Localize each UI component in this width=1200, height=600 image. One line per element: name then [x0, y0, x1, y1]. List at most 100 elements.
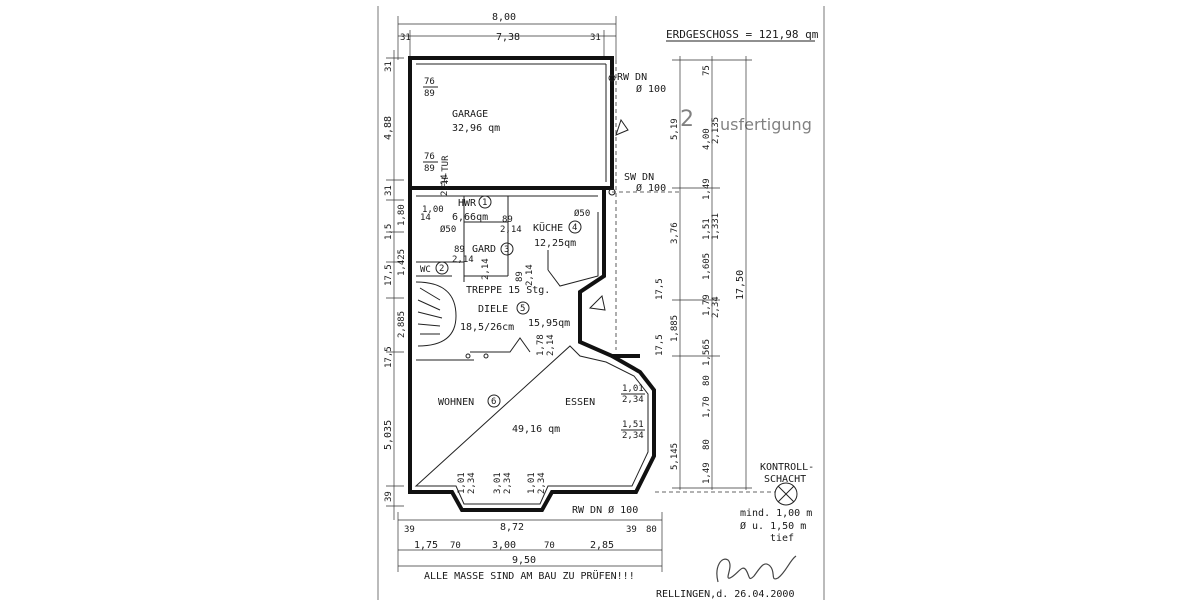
dim-right-c1-4: 17,5 — [655, 334, 665, 356]
stair-post-icon — [465, 353, 471, 359]
signature — [716, 555, 797, 583]
kueche-area: 12,25qm — [534, 238, 576, 249]
dim-left-1: 4,88 — [383, 116, 394, 140]
door-label-9: 2,14 — [481, 258, 491, 280]
dim-right-c2-1: 4,00 — [702, 128, 712, 150]
gard-name: GARD — [472, 244, 496, 255]
sw-dn: SW DN — [624, 172, 654, 183]
dim-bottom-row-4: 2,85 — [590, 540, 614, 551]
dim-left-6: 17,5 — [384, 264, 394, 286]
wc-number: 2 — [439, 264, 444, 274]
dim-bottom-right-1: 80 — [646, 525, 657, 535]
bay-window-2-w: 1,51 — [622, 420, 644, 430]
arrow-marker-icon — [588, 294, 606, 311]
left-dimensions: 31 4,88 31 1,80 1,5 1,425 17,5 2,885 17,… — [383, 50, 407, 520]
wohnen-name: WOHNEN — [438, 397, 474, 408]
dim-top-left-wall: 31 — [400, 33, 411, 43]
wc-name: WC — [420, 265, 431, 275]
dim-right-c2-7: 80 — [702, 375, 712, 386]
garage-window-w1: 76 — [424, 77, 435, 87]
rw-dn-top: RW DN — [617, 72, 647, 83]
kueche-name: KÜCHE — [533, 221, 563, 234]
dim-left-7: 2,885 — [397, 311, 407, 338]
door-label-11: 2,14 — [546, 334, 556, 356]
dim-bottom-left: 39 — [404, 525, 415, 535]
kontrollschacht-note-1: mind. 1,00 m — [740, 508, 812, 519]
dim-bottom-row-1: 70 — [450, 541, 461, 551]
middle-block: HWR 1 6,66qm KÜCHE 4 12,25qm GARD 3 WC 2… — [408, 174, 640, 359]
dim-left-2: 31 — [384, 185, 394, 196]
bottom-window-2-w: 3,01 — [493, 472, 503, 494]
bottom-window-2-h: 2,34 — [503, 472, 513, 494]
bottom-window-1-w: 1,01 — [457, 472, 467, 494]
treppe-label: TREPPE 15 Stg. — [466, 285, 550, 296]
dim-right-outer: 17,50 — [735, 270, 746, 300]
gard-number: 3 — [504, 245, 509, 255]
dim-right-c1-3: 1,885 — [670, 315, 680, 342]
dim-bottom-row-2: 3,00 — [492, 540, 516, 551]
bay-window-1-h: 2,34 — [622, 395, 644, 405]
dim-top-inner: 7,38 — [496, 32, 520, 43]
dim-bottom-row-0: 1,75 — [414, 540, 438, 551]
dim-right-c2-3: 1,51 — [702, 218, 712, 240]
rw-pipe-top-icon — [608, 74, 616, 82]
door-label-12: 89 — [515, 271, 525, 282]
garage-name: GARAGE — [452, 109, 488, 120]
dim-bottom-right-0: 39 — [626, 525, 637, 535]
pipe-small-label: Ø50 — [574, 208, 590, 219]
garage-area: 32,96 qm — [452, 123, 500, 134]
dim-right-c2-4: 1,605 — [702, 253, 712, 280]
bay-window-2-h: 2,34 — [622, 431, 644, 441]
rw-dn-top-dia: Ø 100 — [636, 83, 666, 95]
kontrollschacht-note-3: tief — [770, 533, 794, 544]
stair-post-icon-2 — [483, 353, 489, 359]
dim-right-c2-10: 1,49 — [702, 462, 712, 484]
diele-number: 5 — [520, 304, 525, 314]
door-label-0: 1,00 — [422, 205, 444, 215]
hwr-name: HWR — [458, 198, 477, 209]
essen-name: ESSEN — [565, 397, 595, 408]
kueche-number: 4 — [572, 223, 577, 233]
kontrollschacht-title-1: KONTROLL- — [760, 462, 814, 473]
dim-right-c2-9: 80 — [702, 439, 712, 450]
fh-tur-label: FH-TUR — [441, 155, 451, 188]
dim-bottom-total: 9,50 — [512, 555, 536, 566]
diele-area: 15,95qm — [528, 318, 570, 329]
rw-dn-bottom: RW DN Ø 100 — [572, 504, 638, 516]
wc-number-circle — [435, 261, 449, 275]
door-label-5: 2,14 — [452, 255, 474, 265]
dim-top-total: 8,00 — [492, 12, 516, 23]
garage-window-h1: 89 — [424, 89, 435, 99]
garage: GARAGE 32,96 qm 76 89 76 89 FH-TUR — [408, 56, 614, 190]
dim-right-c2-8: 1,70 — [702, 396, 712, 418]
dim-bottom-inner: 8,72 — [500, 522, 524, 533]
diele-number-circle — [516, 301, 530, 315]
kontrollschacht: KONTROLL- SCHACHT mind. 1,00 m Ø u. 1,50… — [655, 462, 814, 544]
stair-outline — [415, 281, 457, 347]
door-label-7: 14 — [420, 213, 431, 223]
dim-left-10: 39 — [384, 491, 394, 502]
stair-treads — [417, 287, 443, 335]
dim-right-c1-5: 5,145 — [670, 443, 680, 470]
hwr-number: 1 — [482, 198, 487, 208]
stamp-text: usfertigung — [720, 115, 812, 134]
north-arrow-top-icon — [615, 118, 629, 136]
door-label-1: 2,14 — [440, 174, 450, 196]
stamp-mark: 2 — [680, 107, 694, 132]
stamp: 2 usfertigung — [680, 107, 812, 134]
bottom-window-3-w: 1,01 — [527, 472, 537, 494]
living-area: WOHNEN 6 ESSEN 49,16 qm 1,01 2,34 1,51 2… — [408, 345, 656, 512]
kontrollschacht-title-2: SCHACHT — [764, 474, 806, 485]
floor-area-label: ERDGESCHOSS = 121,98 qm — [666, 28, 819, 41]
wohnen-number: 6 — [491, 397, 496, 407]
dim-left-3: 1,80 — [397, 204, 407, 226]
dim-right-c2-0: 75 — [702, 65, 712, 76]
dim-right-c2-6: 1,565 — [702, 339, 712, 366]
garage-walls — [408, 56, 614, 190]
dim-right-c1-0: 5,19 — [670, 118, 680, 140]
dim-bottom-row-3: 70 — [544, 541, 555, 551]
dim-right-c2-2: 1,49 — [702, 178, 712, 200]
dim-right-c3-2: 2,34 — [711, 296, 721, 318]
dim-right-c1-2: 17,5 — [655, 278, 665, 300]
